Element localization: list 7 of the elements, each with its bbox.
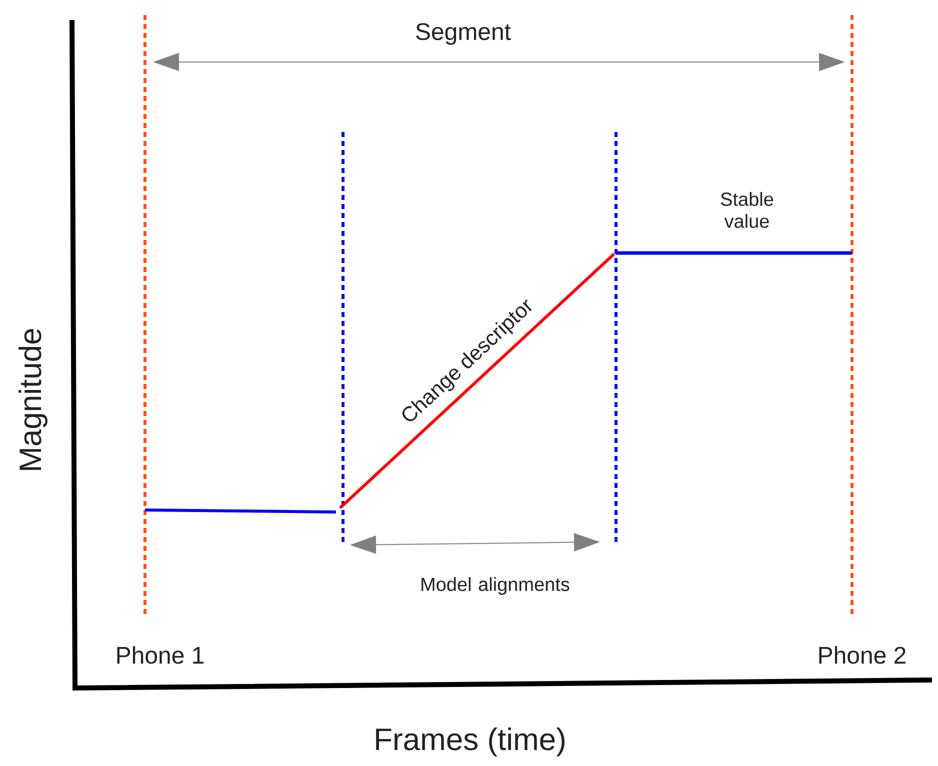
dimension-label: Model alignments: [422, 577, 570, 595]
axis-label: Magnitude: [18, 329, 48, 470]
dimension-label: Segment: [416, 23, 511, 45]
boundary-label: Phone 1: [117, 646, 204, 664]
boundary-label: Phone 2: [819, 646, 906, 664]
axis-label: Frames (time): [376, 728, 564, 756]
curve-label: Stable value: [720, 192, 774, 228]
